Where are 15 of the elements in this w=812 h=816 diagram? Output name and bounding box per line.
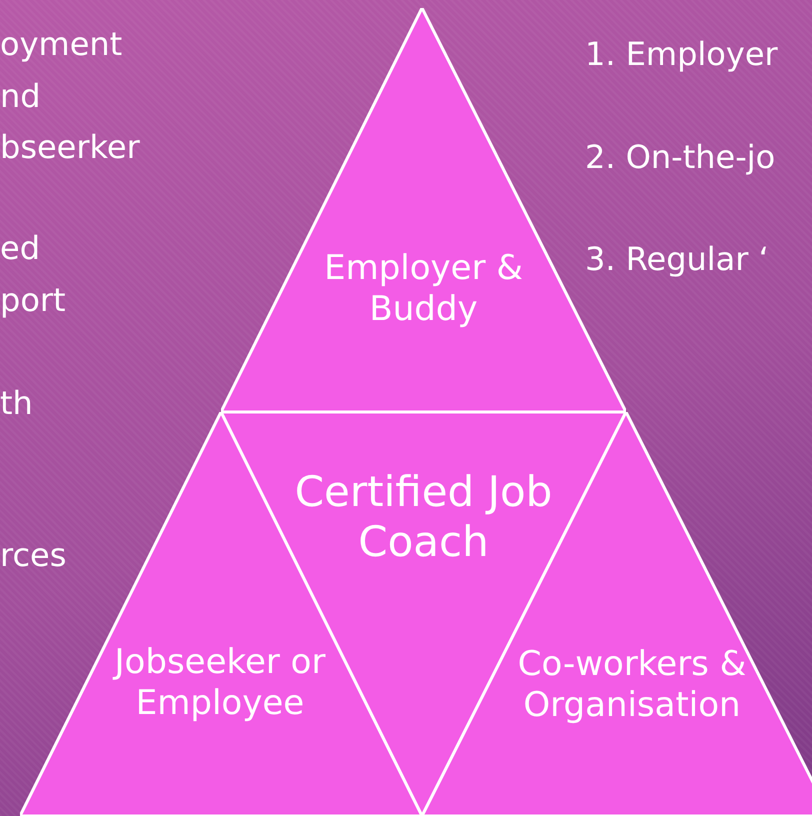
segment-label: Employer & Buddy: [323, 248, 524, 330]
bullet-text: 1. Employer: [585, 38, 778, 70]
bullet-text: port: [0, 284, 66, 316]
bullet-text: nd: [0, 80, 41, 112]
segment-label: Co-workers & Organisation: [516, 644, 748, 726]
bullet-text: rces: [0, 539, 66, 571]
segment-label: Certified Job Coach: [294, 467, 554, 568]
bullet-text: bseerker: [0, 131, 140, 163]
bullet-text: 3. Regular ‘: [585, 243, 769, 275]
triangle-segment: [221, 8, 626, 412]
segment-label: Jobseeker or Employee: [112, 642, 326, 724]
bullet-text: oyment: [0, 28, 122, 60]
bullet-text: th: [0, 387, 33, 419]
bullet-text: ed: [0, 232, 40, 264]
bullet-text: 2. On-the-jo: [585, 141, 776, 173]
